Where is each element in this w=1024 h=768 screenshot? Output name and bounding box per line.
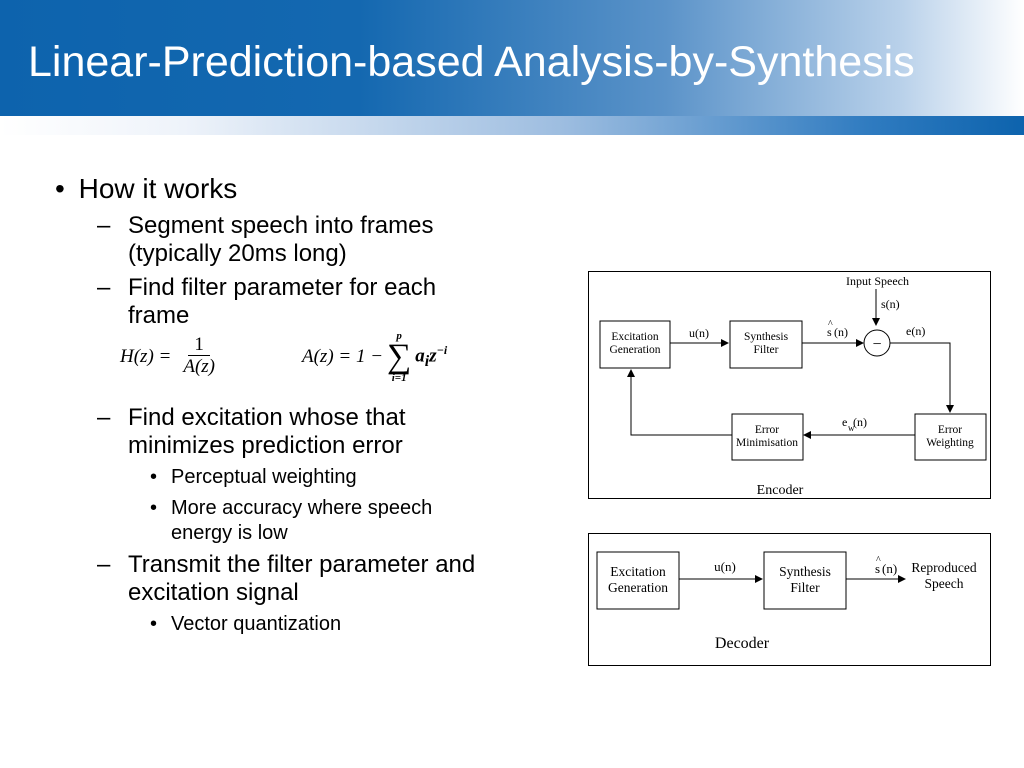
bullet-line: More accuracy where speech: [171, 497, 433, 519]
decoder-caption: Decoder: [715, 635, 770, 652]
bullet-marker: •: [55, 173, 65, 204]
ew-label: e: [842, 415, 847, 429]
fraction: 1 A(z): [177, 335, 221, 378]
term-exponent: −i: [436, 342, 448, 357]
bullet-level3-text: Vector quantization: [171, 613, 342, 635]
block-label: Generation: [608, 580, 668, 595]
bullet-level2-text: Find filter parameter for each frame: [128, 274, 436, 330]
bullet-line: (typically 20ms long): [128, 240, 347, 267]
s-hat-n-label: (n): [834, 325, 848, 339]
e-n-arrow: [890, 342, 954, 413]
hat-label: ^: [828, 319, 833, 330]
block-label: Filter: [754, 344, 779, 356]
bullet-line: frame: [128, 302, 190, 329]
bullet-level2-text: Transmit the filter parameter and excita…: [128, 551, 475, 607]
bullet-line: excitation signal: [128, 579, 299, 606]
s-n-label: s(n): [881, 297, 900, 311]
e-n-label: e(n): [906, 324, 925, 338]
term-subscript: i: [424, 353, 430, 371]
bullet-level2-text: Segment speech into frames (typically 20…: [128, 212, 434, 268]
block-label: Weighting: [926, 437, 974, 449]
bullet-level3-text: More accuracy where speech energy is low: [171, 496, 432, 546]
bullet-line: Find filter parameter for each: [128, 274, 437, 301]
block-label: Filter: [790, 580, 820, 595]
s-hat-label: s: [875, 561, 880, 576]
dash-marker: –: [97, 212, 111, 239]
slide-title: Linear-Prediction-based Analysis-by-Synt…: [28, 38, 915, 86]
formula-h: H(z) = 1 A(z): [120, 335, 221, 378]
decoder-diagram: Excitation Generation u(n) Synthesis Fil…: [588, 533, 991, 666]
formula-text: H(z) =: [120, 345, 172, 367]
sum-term: aiz−i: [415, 343, 447, 371]
dash-marker: –: [97, 274, 111, 301]
summation: p ∑ i=1: [387, 330, 411, 384]
fraction-denominator: A(z): [183, 356, 215, 377]
sum-upper-limit: p: [396, 330, 402, 342]
u-n-label: u(n): [714, 559, 736, 574]
block-label: Minimisation: [736, 437, 798, 449]
bullet-text: How it works: [78, 173, 238, 204]
dash-marker: –: [97, 404, 111, 431]
bullet-level3-text: Perceptual weighting: [171, 466, 357, 488]
term-coefficient: a: [415, 345, 425, 367]
term-variable: z: [429, 345, 437, 367]
block-label: Generation: [609, 344, 660, 356]
title-accent-strip: [0, 116, 1024, 135]
block-label: Synthesis: [779, 564, 831, 579]
u-n-label: u(n): [689, 326, 709, 340]
synthesis-filter-block: [763, 551, 847, 610]
block-label: Synthesis: [744, 331, 789, 343]
block-label: Excitation: [611, 331, 659, 343]
synthesis-filter-block: [729, 320, 803, 369]
error-weighting-block: [914, 413, 987, 461]
bullet-level2-text: Find excitation whose that minimizes pre…: [128, 404, 406, 460]
bullet-line: minimizes prediction error: [128, 432, 403, 459]
bullet-line: Find excitation whose that: [128, 404, 406, 431]
hat-label: ^: [876, 555, 881, 566]
excitation-generation-block: [596, 551, 680, 610]
dash-marker: –: [97, 551, 111, 578]
block-label: Error: [938, 424, 962, 436]
block-label: Error: [755, 424, 779, 436]
sigma-icon: ∑: [387, 338, 412, 375]
excitation-generation-block: [599, 320, 671, 369]
reproduced-speech-label: Speech: [925, 576, 964, 591]
input-speech-label: Input Speech: [846, 274, 909, 288]
fraction-numerator: 1: [188, 335, 210, 356]
reproduced-speech-label: Reproduced: [911, 560, 976, 575]
minus-icon: −: [872, 336, 881, 353]
bullet-content: • How it works – Segment speech into fra…: [55, 173, 475, 635]
encoder-frame: [588, 271, 991, 499]
encoder-caption: Encoder: [757, 483, 804, 498]
feedback-arrow: [627, 369, 732, 436]
sum-lower-limit: i=1: [391, 372, 407, 384]
error-minimisation-block: [731, 413, 804, 461]
formula-text: A(z) = 1 −: [302, 346, 384, 367]
s-hat-label: s: [827, 325, 832, 339]
ew-subscript: w: [848, 423, 855, 433]
bullet-line: Segment speech into frames: [128, 212, 434, 239]
bullet-marker: •: [150, 613, 158, 635]
encoder-diagram: Input Speech s(n) Excitation Generation …: [588, 271, 991, 499]
block-label: Excitation: [610, 564, 666, 579]
title-bar: Linear-Prediction-based Analysis-by-Synt…: [0, 0, 1024, 116]
bullet-marker: •: [150, 466, 158, 488]
s-hat-n-label: (n): [882, 561, 897, 576]
bullet-line: Transmit the filter parameter and: [128, 551, 476, 578]
ew-n-label: (n): [853, 415, 867, 429]
bullet-line: energy is low: [171, 522, 288, 544]
formula-a: A(z) = 1 − p ∑ i=1 aiz−i: [302, 330, 447, 384]
bullet-level1: • How it works: [55, 173, 237, 205]
bullet-marker: •: [150, 497, 158, 519]
